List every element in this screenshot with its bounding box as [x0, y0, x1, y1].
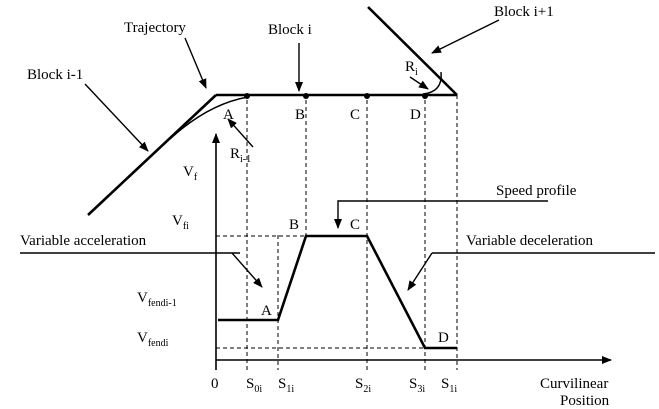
point-a-label: A — [223, 107, 234, 123]
point-a-marker — [244, 93, 250, 99]
block-prev-label: Block i-1 — [27, 67, 83, 83]
block-next-arrow — [431, 19, 500, 54]
speed-profile-line — [218, 234, 457, 350]
speed-profile-arrow — [334, 200, 548, 229]
x-tick-s0i: S0i — [246, 376, 262, 395]
point-b-label: B — [295, 107, 305, 123]
x-tick-s1i-second: S1i — [441, 376, 457, 395]
x-tick-s3i: S3i — [409, 376, 425, 395]
profile-point-a: A — [261, 303, 272, 319]
profile-point-d: D — [438, 330, 449, 346]
vfendim1-label: Vfendi-1 — [137, 290, 177, 309]
x-tick-0: 0 — [211, 376, 219, 392]
x-tick-s2i: S2i — [355, 376, 371, 395]
vfendi-label: Vfendi — [137, 330, 169, 349]
point-d-marker — [422, 93, 428, 99]
radius-im1-label: Ri-1 — [230, 146, 251, 165]
point-c-label: C — [350, 107, 360, 123]
trajectory-arrow — [184, 37, 207, 89]
x-tick-s1i-first: S1i — [278, 376, 294, 395]
trajectory-label: Trajectory — [124, 20, 186, 36]
vf-label: Vf — [183, 164, 198, 183]
variable-acceleration-arrow — [231, 252, 263, 288]
variable-deceleration-arrow — [407, 252, 433, 291]
radius-i-label: Ri — [405, 59, 418, 78]
profile-point-b: B — [289, 217, 299, 233]
profile-point-c: C — [350, 217, 360, 233]
point-b-marker — [303, 93, 309, 99]
variable-acceleration-label: Variable acceleration — [20, 233, 147, 249]
point-d-label: D — [410, 107, 421, 123]
vfi-label: Vfi — [172, 213, 189, 232]
x-axis-title-line2: Position — [560, 393, 610, 409]
point-c-marker — [364, 93, 370, 99]
block-next-line — [367, 6, 458, 96]
variable-deceleration-label: Variable deceleration — [466, 233, 594, 249]
radius-im1-arrow — [227, 118, 254, 148]
radius-i-arrow — [409, 76, 429, 90]
x-axis-title-line1: Curvilinear — [540, 376, 608, 392]
trajectory-curve-prev — [169, 96, 249, 140]
speed-profile-label: Speed profile — [496, 183, 577, 199]
block-next-label: Block i+1 — [494, 4, 554, 20]
block-prev-line — [87, 94, 217, 216]
block-cur-label: Block i — [268, 22, 312, 38]
block-prev-arrow — [84, 83, 149, 152]
